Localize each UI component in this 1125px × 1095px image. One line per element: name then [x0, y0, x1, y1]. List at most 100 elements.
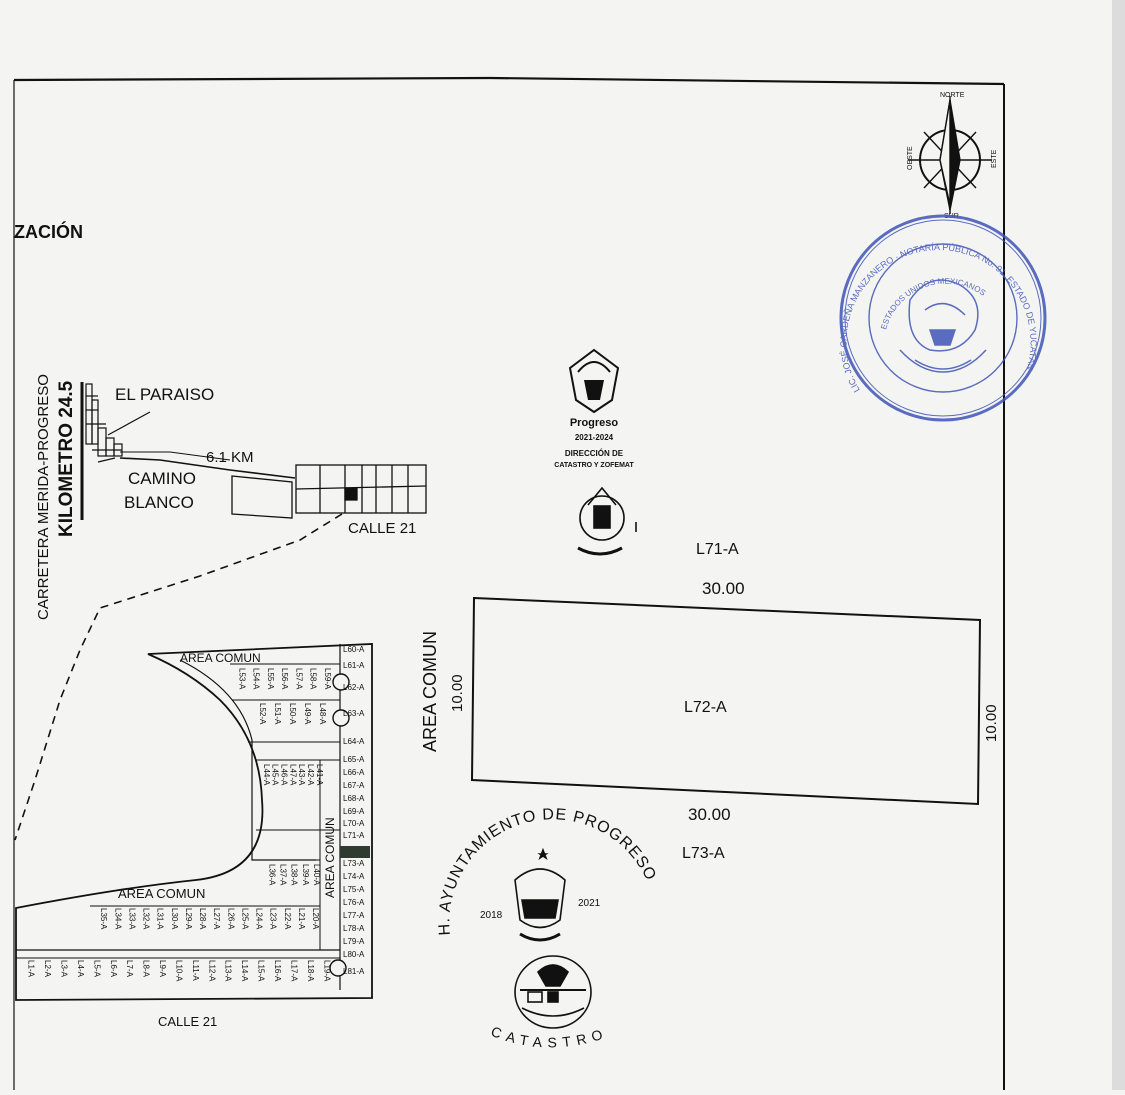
lot-label-l52-a: L52-A — [258, 703, 267, 725]
logo-department-line2: CATASTRO Y ZOFEMAT — [554, 462, 634, 469]
notary-seal: LIC. JOSÉ CARDEÑA MANZANERO · NOTARÍA PÚ… — [838, 214, 1047, 422]
parcel-outlines — [231, 464, 427, 519]
street-label-plan: CALLE 21 — [158, 1014, 217, 1029]
place-label: EL PARAISO — [115, 385, 214, 404]
bottom-dimension: 30.00 — [688, 805, 731, 824]
page-heading-partial: ZACIÓN — [14, 221, 83, 242]
left-dimension: 10.00 — [449, 674, 466, 712]
right-dimension: 10.00 — [983, 704, 1000, 742]
lot-label-l57-a: L57-A — [294, 668, 303, 690]
logo-years: 2021-2024 — [575, 433, 614, 442]
lot-label-l6-a: L6-A — [109, 960, 118, 978]
progreso-municipal-logo: Progreso 2021-2024 DIRECCIÓN DE CATASTRO… — [554, 348, 634, 469]
lot-label-l75-a: L75-A — [343, 885, 365, 894]
kilometer-label: KILOMETRO 24.5 — [56, 380, 77, 537]
lot-label-l74-a: L74-A — [343, 872, 365, 881]
lot-label-l1-a: L1-A — [27, 960, 36, 978]
area-comun-bottom: AREA COMUN — [118, 886, 205, 901]
lot-label-l62-a: L62-A — [343, 683, 365, 692]
area-comun-vertical: AREA COMUN — [323, 817, 337, 898]
lot-label-l8-a: L8-A — [142, 960, 151, 978]
lot-label-l23-a: L23-A — [269, 908, 278, 930]
lot-label-l73-a: L73-A — [343, 859, 365, 868]
distance-label: 6.1 KM — [206, 449, 254, 466]
catastro-emblem-icon — [514, 955, 592, 1029]
lot-label-l37-a: L37-A — [278, 864, 287, 886]
lot-label-l12-a: L12-A — [207, 960, 216, 982]
lot-label-l15-a: L15-A — [257, 960, 266, 982]
highway-label: CARRETERA MERIDA-PROGRESO — [35, 374, 52, 620]
north-neighbor-label: L71-A — [696, 541, 739, 558]
lot-label-l77-a: L77-A — [343, 911, 365, 920]
lot-label-l30-a: L30-A — [170, 908, 179, 930]
el-paraiso-grid — [85, 383, 123, 463]
road-label-line1: CAMINO — [128, 469, 196, 488]
lot-label-l4-a: L4-A — [76, 960, 85, 978]
lot-label-l65-a: L65-A — [343, 755, 365, 764]
mexican-coat-of-arms-icon — [899, 279, 987, 373]
lot-label-l21-a: L21-A — [297, 908, 306, 930]
lot-label-l47-a: L47-A — [288, 764, 297, 786]
lot-label-l40-a: L40-A — [312, 864, 321, 886]
lot-label-l45-a: L45-A — [271, 764, 280, 786]
highlighted-lot-l72a — [340, 846, 370, 858]
lot-label-l60-a: L60-A — [343, 645, 365, 654]
lot-label-l19-a: L19-A — [322, 960, 331, 982]
lot-label-l63-a: L63-A — [343, 709, 365, 718]
lot-label-l80-a: L80-A — [343, 950, 365, 959]
lot-label-l42-a: L42-A — [306, 764, 315, 786]
lot-label-l17-a: L17-A — [289, 960, 298, 982]
lot-label-l43-a: L43-A — [297, 764, 306, 786]
lot-label-l46-a: L46-A — [279, 764, 288, 786]
road-label-line2: BLANCO — [124, 493, 194, 512]
lot-label-l41-a: L41-A — [315, 764, 324, 786]
lot-l72a-outline — [470, 596, 982, 806]
lot-label-l34-a: L34-A — [113, 908, 122, 930]
lot-label-l27-a: L27-A — [212, 908, 221, 930]
logo-name: Progreso — [570, 417, 619, 429]
lot-label-l9-a: L9-A — [158, 960, 167, 978]
compass-east: ESTE — [991, 149, 998, 168]
lot-label-l59-a: L59-A — [323, 668, 332, 690]
lot-label: L72-A — [684, 699, 727, 716]
lot-label-l22-a: L22-A — [283, 908, 292, 930]
notary-inner-text: ESTADOS UNIDOS MEXICANOS — [879, 277, 987, 331]
lot-label-l29-a: L29-A — [184, 908, 193, 930]
lot-label-l68-a: L68-A — [343, 794, 365, 803]
lot-label-l32-a: L32-A — [142, 908, 151, 930]
lot-label-l53-a: L53-A — [237, 668, 246, 690]
ayuntamiento-year-left: 2018 — [480, 910, 503, 921]
lot-label-l31-a: L31-A — [156, 908, 165, 930]
lot-label-l24-a: L24-A — [255, 908, 264, 930]
scan-edge-band — [1112, 0, 1125, 1090]
lot-label-l39-a: L39-A — [301, 864, 310, 886]
lot-label-l3-a: L3-A — [60, 960, 69, 978]
lot-label-l56-a: L56-A — [280, 668, 289, 690]
lot-label-l50-a: L50-A — [288, 703, 297, 725]
lot-label-l49-a: L49-A — [303, 703, 312, 725]
lot-label-l61-a: L61-A — [343, 661, 365, 670]
lot-label-l48-a: L48-A — [318, 703, 327, 725]
compass-west: OESTE — [907, 146, 914, 170]
lot-label-l78-a: L78-A — [343, 924, 365, 933]
ayuntamiento-emblem-icon — [514, 847, 566, 942]
lot-label-l33-a: L33-A — [127, 908, 136, 930]
south-neighbor-label: L73-A — [682, 845, 725, 862]
page-frame — [13, 76, 1005, 1090]
lot-plan — [15, 643, 373, 1001]
lot-label-l79-a: L79-A — [343, 937, 365, 946]
zoom-connector-line — [14, 513, 343, 841]
lot-label-l55-a: L55-A — [266, 668, 275, 690]
small-emblem-icon — [577, 486, 637, 556]
lot-label-l64-a: L64-A — [343, 737, 365, 746]
lot-label-l2-a: L2-A — [43, 960, 52, 978]
lot-label-l25-a: L25-A — [240, 908, 249, 930]
lot-detail: L71-A 30.00 L72-A 30.00 L73-A AREA COMUN… — [420, 541, 1000, 862]
location-map: EL PARAISO 6.1 KM CAMINO BLANCO CALLE 21… — [14, 374, 427, 841]
lot-label-l28-a: L28-A — [198, 908, 207, 930]
lot-label-l11-a: L11-A — [191, 960, 200, 981]
lot-label-l20-a: L20-A — [311, 908, 320, 930]
lot-plan-labels: L60-AL61-AL62-AL63-AL64-AL65-AL66-AL67-A… — [27, 645, 365, 982]
